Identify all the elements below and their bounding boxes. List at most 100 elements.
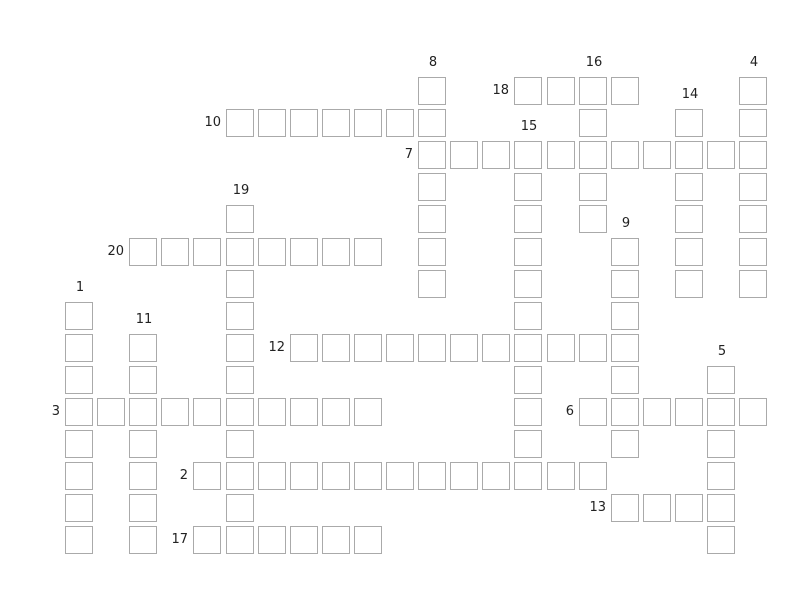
- crossword-cell[interactable]: [418, 334, 446, 362]
- crossword-cell[interactable]: [226, 494, 254, 522]
- crossword-cell[interactable]: [354, 109, 382, 137]
- crossword-cell[interactable]: [611, 430, 639, 458]
- crossword-cell[interactable]: [290, 238, 318, 266]
- crossword-cell[interactable]: [514, 366, 542, 394]
- crossword-cell[interactable]: [418, 77, 446, 105]
- crossword-cell[interactable]: [579, 462, 607, 490]
- crossword-cell[interactable]: [739, 238, 767, 266]
- crossword-cell[interactable]: [226, 238, 254, 266]
- crossword-cell[interactable]: [129, 430, 157, 458]
- crossword-cell[interactable]: [547, 334, 575, 362]
- crossword-cell[interactable]: [514, 238, 542, 266]
- crossword-cell[interactable]: [290, 109, 318, 137]
- crossword-cell[interactable]: [514, 270, 542, 298]
- crossword-cell[interactable]: [129, 398, 157, 426]
- crossword-cell[interactable]: [290, 462, 318, 490]
- crossword-cell[interactable]: [290, 398, 318, 426]
- crossword-cell[interactable]: [707, 494, 735, 522]
- crossword-cell[interactable]: [579, 205, 607, 233]
- crossword-cell[interactable]: [129, 238, 157, 266]
- crossword-cell[interactable]: [450, 141, 478, 169]
- crossword-cell[interactable]: [514, 77, 542, 105]
- crossword-cell[interactable]: [739, 398, 767, 426]
- crossword-cell[interactable]: [739, 270, 767, 298]
- crossword-cell[interactable]: [65, 462, 93, 490]
- crossword-cell[interactable]: [322, 398, 350, 426]
- crossword-cell[interactable]: [258, 462, 286, 490]
- crossword-cell[interactable]: [65, 398, 93, 426]
- crossword-cell[interactable]: [611, 398, 639, 426]
- crossword-cell[interactable]: [226, 302, 254, 330]
- crossword-cell[interactable]: [354, 462, 382, 490]
- crossword-cell[interactable]: [514, 141, 542, 169]
- crossword-cell[interactable]: [161, 238, 189, 266]
- crossword-cell[interactable]: [579, 334, 607, 362]
- crossword-cell[interactable]: [322, 238, 350, 266]
- crossword-cell[interactable]: [514, 430, 542, 458]
- crossword-cell[interactable]: [193, 398, 221, 426]
- crossword-cell[interactable]: [354, 334, 382, 362]
- crossword-cell[interactable]: [514, 302, 542, 330]
- crossword-cell[interactable]: [547, 77, 575, 105]
- crossword-cell[interactable]: [707, 141, 735, 169]
- crossword-cell[interactable]: [643, 398, 671, 426]
- crossword-cell[interactable]: [258, 526, 286, 554]
- crossword-cell[interactable]: [707, 366, 735, 394]
- crossword-cell[interactable]: [611, 77, 639, 105]
- crossword-cell[interactable]: [322, 109, 350, 137]
- crossword-cell[interactable]: [547, 141, 575, 169]
- crossword-cell[interactable]: [322, 462, 350, 490]
- crossword-cell[interactable]: [129, 526, 157, 554]
- crossword-cell[interactable]: [226, 398, 254, 426]
- crossword-cell[interactable]: [193, 526, 221, 554]
- crossword-cell[interactable]: [579, 77, 607, 105]
- crossword-cell[interactable]: [226, 205, 254, 233]
- crossword-cell[interactable]: [65, 302, 93, 330]
- crossword-cell[interactable]: [514, 334, 542, 362]
- crossword-cell[interactable]: [482, 334, 510, 362]
- crossword-cell[interactable]: [675, 238, 703, 266]
- crossword-cell[interactable]: [450, 462, 478, 490]
- crossword-cell[interactable]: [739, 77, 767, 105]
- crossword-cell[interactable]: [386, 109, 414, 137]
- crossword-cell[interactable]: [129, 494, 157, 522]
- crossword-cell[interactable]: [739, 109, 767, 137]
- crossword-cell[interactable]: [65, 526, 93, 554]
- crossword-cell[interactable]: [739, 205, 767, 233]
- crossword-cell[interactable]: [707, 398, 735, 426]
- crossword-cell[interactable]: [514, 462, 542, 490]
- crossword-cell[interactable]: [193, 462, 221, 490]
- crossword-cell[interactable]: [193, 238, 221, 266]
- crossword-cell[interactable]: [514, 205, 542, 233]
- crossword-cell[interactable]: [611, 238, 639, 266]
- crossword-cell[interactable]: [547, 462, 575, 490]
- crossword-cell[interactable]: [65, 366, 93, 394]
- crossword-cell[interactable]: [258, 238, 286, 266]
- crossword-cell[interactable]: [386, 462, 414, 490]
- crossword-cell[interactable]: [322, 334, 350, 362]
- crossword-cell[interactable]: [675, 141, 703, 169]
- crossword-cell[interactable]: [579, 109, 607, 137]
- crossword-cell[interactable]: [226, 526, 254, 554]
- crossword-cell[interactable]: [611, 494, 639, 522]
- crossword-cell[interactable]: [643, 141, 671, 169]
- crossword-cell[interactable]: [514, 398, 542, 426]
- crossword-cell[interactable]: [226, 334, 254, 362]
- crossword-cell[interactable]: [739, 173, 767, 201]
- crossword-cell[interactable]: [354, 238, 382, 266]
- crossword-cell[interactable]: [675, 270, 703, 298]
- crossword-cell[interactable]: [290, 526, 318, 554]
- crossword-cell[interactable]: [129, 366, 157, 394]
- crossword-cell[interactable]: [418, 109, 446, 137]
- crossword-cell[interactable]: [386, 334, 414, 362]
- crossword-cell[interactable]: [354, 398, 382, 426]
- crossword-cell[interactable]: [418, 173, 446, 201]
- crossword-cell[interactable]: [226, 462, 254, 490]
- crossword-cell[interactable]: [65, 430, 93, 458]
- crossword-cell[interactable]: [739, 141, 767, 169]
- crossword-cell[interactable]: [129, 462, 157, 490]
- crossword-cell[interactable]: [707, 430, 735, 458]
- crossword-cell[interactable]: [579, 141, 607, 169]
- crossword-cell[interactable]: [226, 430, 254, 458]
- crossword-cell[interactable]: [322, 526, 350, 554]
